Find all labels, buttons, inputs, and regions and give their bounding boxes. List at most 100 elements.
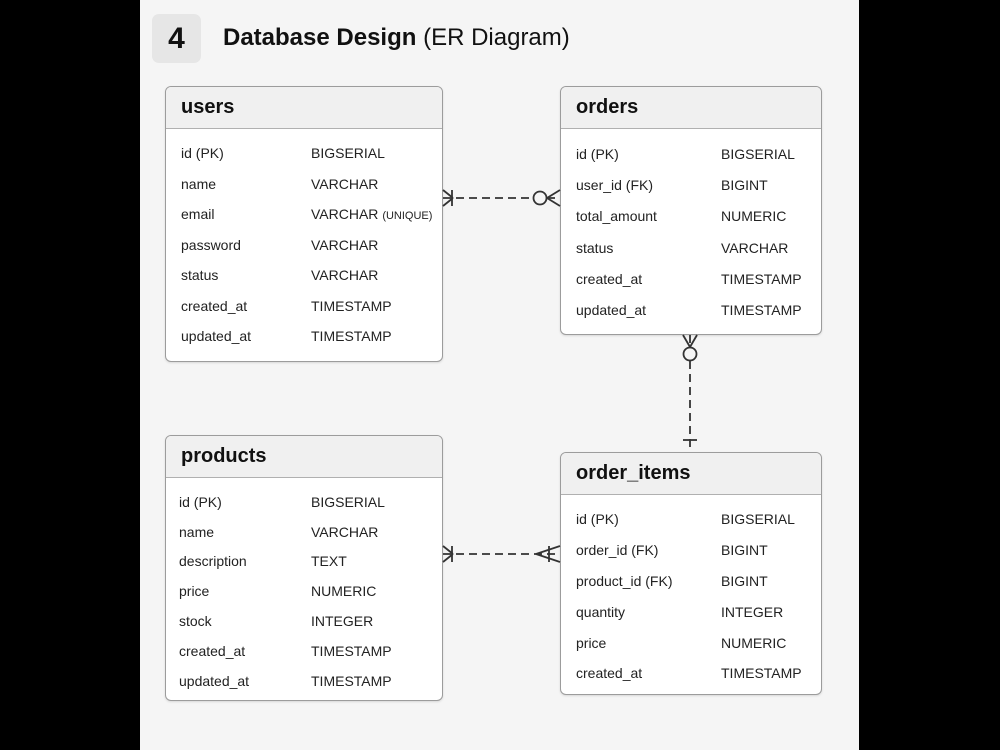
column-constraint-note: (UNIQUE) <box>382 210 433 223</box>
table-row: product_id (FK) BIGINT <box>561 566 821 597</box>
table-row: created_at TIMESTAMP <box>561 658 821 689</box>
er-diagram-page: 4 Database Design (ER Diagram) users id … <box>140 0 859 750</box>
page-title: Database Design (ER Diagram) <box>223 24 570 52</box>
column-name: created_at <box>179 642 246 659</box>
column-type: BIGSERIAL <box>311 493 385 510</box>
entity-orders[interactable]: orders id (PK) BIGSERIAL user_id (FK) BIGI… <box>560 86 822 335</box>
table-row: description TEXT <box>166 547 442 577</box>
column-name: price <box>179 583 210 600</box>
page-title-subtitle: (ER Diagram) <box>423 24 570 51</box>
column-name: id (PK) <box>179 493 222 510</box>
table-row: id (PK) BIGSERIAL <box>561 504 821 535</box>
one-and-only-one-marker <box>442 545 454 563</box>
column-name: created_at <box>181 297 248 314</box>
table-row: user_id (FK) BIGINT <box>561 169 821 200</box>
column-type-with-note: VARCHAR (UNIQUE) <box>311 206 432 222</box>
entity-users-title: users <box>166 87 442 129</box>
table-row: price NUMERIC <box>166 576 442 606</box>
column-type: NUMERIC <box>721 634 787 651</box>
column-name: stock <box>179 613 212 630</box>
column-name: id (PK) <box>181 145 224 162</box>
table-row: total_amount NUMERIC <box>561 201 821 232</box>
column-name: quantity <box>576 603 626 620</box>
relationship-lines <box>442 189 698 563</box>
column-type: BIGINT <box>721 542 768 559</box>
table-row: name VARCHAR <box>166 517 442 547</box>
column-type: TIMESTAMP <box>721 302 802 319</box>
column-type: TIMESTAMP <box>311 328 392 345</box>
table-row: price NUMERIC <box>561 627 821 658</box>
column-name: status <box>181 267 219 284</box>
relationship-products-order-items <box>442 545 561 563</box>
one-and-only-one-marker <box>442 189 454 207</box>
relationship-users-orders <box>442 189 561 207</box>
table-row: name VARCHAR <box>166 169 442 200</box>
column-type: INTEGER <box>721 603 784 620</box>
entity-orders-title: orders <box>561 87 821 129</box>
column-type: BIGINT <box>721 572 768 589</box>
column-type: TIMESTAMP <box>311 642 392 659</box>
column-name: id (PK) <box>576 511 619 528</box>
zero-or-many-marker <box>682 334 698 362</box>
table-row: updated_at TIMESTAMP <box>166 321 442 352</box>
column-type: BIGINT <box>721 176 768 193</box>
column-name: total_amount <box>576 208 657 225</box>
column-type: VARCHAR <box>311 267 379 284</box>
table-row: created_at TIMESTAMP <box>166 291 442 322</box>
column-type: VARCHAR <box>311 523 379 540</box>
column-type: BIGSERIAL <box>721 511 795 528</box>
column-type: TIMESTAMP <box>721 270 802 287</box>
column-name: updated_at <box>576 302 647 319</box>
column-name: order_id (FK) <box>576 542 659 559</box>
column-name: id (PK) <box>576 145 619 162</box>
column-type: TIMESTAMP <box>311 297 392 314</box>
column-name: password <box>181 236 241 253</box>
page-title-main: Database Design <box>223 24 417 51</box>
section-number-badge: 4 <box>152 14 201 63</box>
column-type: VARCHAR <box>311 206 379 223</box>
column-name: user_id (FK) <box>576 176 654 193</box>
table-row: stock INTEGER <box>166 606 442 636</box>
table-row: updated_at TIMESTAMP <box>166 666 442 696</box>
column-name: created_at <box>576 270 643 287</box>
table-row: email VARCHAR (UNIQUE) <box>166 199 442 230</box>
table-row: order_id (FK) BIGINT <box>561 535 821 566</box>
column-name: name <box>181 175 217 192</box>
entity-order-items[interactable]: order_items id (PK) BIGSERIAL order_id (F… <box>560 452 822 695</box>
column-type: TIMESTAMP <box>721 665 802 682</box>
column-name: price <box>576 634 607 651</box>
column-type: INTEGER <box>311 613 374 630</box>
column-type: BIGSERIAL <box>311 145 385 162</box>
zero-or-many-marker <box>532 189 561 207</box>
column-type: NUMERIC <box>311 583 377 600</box>
column-type: TEXT <box>311 553 347 570</box>
table-row: id (PK) BIGSERIAL <box>561 138 821 169</box>
column-name: status <box>576 239 614 256</box>
column-name: updated_at <box>179 672 250 689</box>
column-type: VARCHAR <box>311 175 379 192</box>
column-name: name <box>179 523 215 540</box>
table-row: quantity INTEGER <box>561 596 821 627</box>
table-row: id (PK) BIGSERIAL <box>166 138 442 169</box>
column-type: TIMESTAMP <box>311 672 392 689</box>
column-name: product_id (FK) <box>576 572 673 589</box>
table-row: created_at TIMESTAMP <box>166 636 442 666</box>
entity-products[interactable]: products id (PK) BIGSERIAL name VARCHAR de… <box>165 435 443 701</box>
entity-products-title: products <box>166 436 442 478</box>
many-marker <box>535 545 561 563</box>
table-row: id (PK) BIGSERIAL <box>166 487 442 517</box>
column-name: updated_at <box>181 328 252 345</box>
table-row: updated_at TIMESTAMP <box>561 294 821 325</box>
table-row: password VARCHAR <box>166 230 442 261</box>
column-name: email <box>181 206 215 223</box>
column-type: VARCHAR <box>721 239 789 256</box>
column-type: VARCHAR <box>311 236 379 253</box>
entity-order-items-title: order_items <box>561 453 821 495</box>
column-name: created_at <box>576 665 643 682</box>
column-type: BIGSERIAL <box>721 145 795 162</box>
column-type: NUMERIC <box>721 208 787 225</box>
column-name: description <box>179 553 247 570</box>
table-row: status VARCHAR <box>166 260 442 291</box>
table-row: status VARCHAR <box>561 232 821 263</box>
